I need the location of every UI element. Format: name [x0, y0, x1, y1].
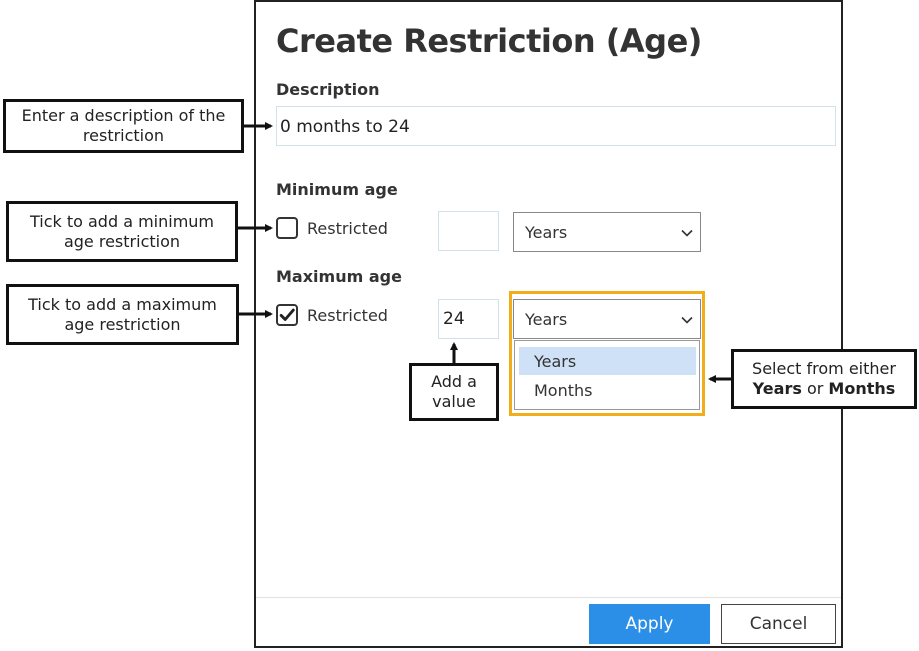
unit-option-years[interactable]: Years [519, 347, 696, 375]
apply-button[interactable]: Apply [589, 604, 710, 644]
maximum-age-unit-value: Years [525, 310, 568, 329]
minimum-restricted-row[interactable]: Restricted [276, 217, 388, 239]
callout-unit-or: or [806, 379, 824, 398]
maximum-restricted-label: Restricted [307, 305, 388, 325]
description-label: Description [276, 80, 380, 99]
minimum-age-unit-select[interactable]: Years [513, 212, 701, 252]
description-input[interactable]: 0 months to 24 [276, 106, 836, 146]
dialog-title: Create Restriction (Age) [276, 22, 702, 60]
callout-unit-months: Months [828, 379, 896, 398]
callout-unit-line-2: Years or Months [752, 379, 896, 399]
maximum-restricted-checkbox[interactable] [276, 304, 298, 326]
minimum-age-value-input[interactable] [438, 211, 499, 251]
maximum-age-value-input[interactable]: 24 [438, 299, 499, 339]
callout-value-line-1: Add a [431, 372, 477, 391]
chevron-down-icon [681, 316, 693, 324]
maximum-age-unit-select[interactable]: Years [513, 299, 701, 339]
minimum-restricted-checkbox[interactable] [276, 217, 298, 239]
callout-max-line-1: Tick to add a maximum [28, 294, 217, 314]
unit-dropdown-highlight [509, 291, 705, 416]
unit-option-months[interactable]: Months [534, 381, 593, 400]
maximum-restricted-row[interactable]: Restricted [276, 304, 388, 326]
cancel-button[interactable]: Cancel [721, 604, 836, 644]
callout-min-line-2: age restriction [63, 231, 181, 251]
callout-min-line-1: Tick to add a minimum [29, 211, 215, 231]
callout-description-line-1: Enter a description of the [21, 106, 226, 125]
unit-dropdown-list: Years Months [514, 340, 700, 410]
checkmark-icon [279, 308, 295, 321]
minimum-restricted-label: Restricted [307, 218, 388, 238]
callout-value-line-2: value [432, 392, 476, 411]
callout-description-line-2: restriction [82, 126, 165, 145]
callout-max-line-2: age restriction [64, 314, 181, 334]
callout-unit-years: Years [752, 379, 802, 398]
maximum-age-label: Maximum age [276, 267, 402, 286]
chevron-down-icon [681, 229, 693, 237]
minimum-age-unit-value: Years [525, 223, 568, 242]
create-restriction-dialog: Create Restriction (Age) Description 0 m… [254, 0, 843, 648]
minimum-age-label: Minimum age [276, 180, 398, 199]
callout-unit-select: Select from either Years or Months [731, 349, 917, 409]
callout-unit-line-1: Select from either [752, 359, 896, 378]
footer-divider [256, 597, 841, 598]
